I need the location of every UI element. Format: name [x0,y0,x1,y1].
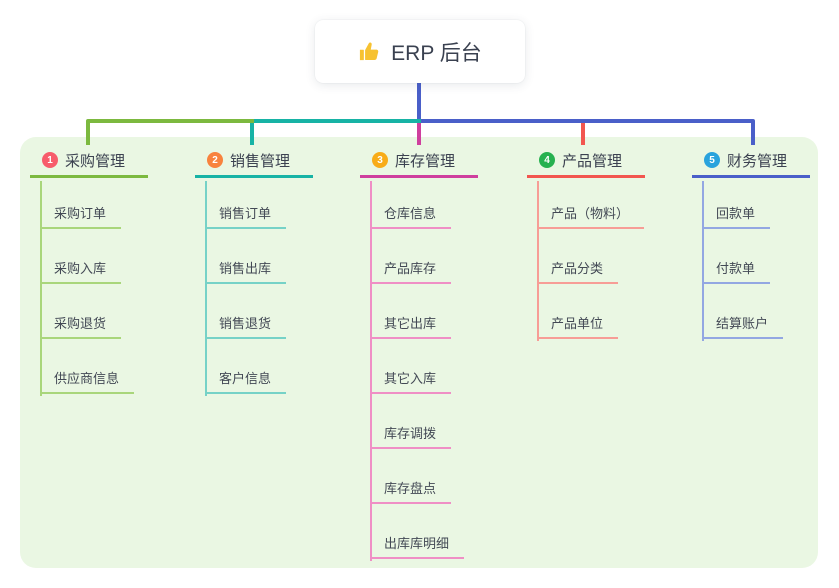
leaf-node[interactable]: 回款单 [702,205,771,229]
branch-spine-line [40,181,42,396]
branch-title-label: 采购管理 [65,152,126,170]
branch-3: 3 库存管理仓库信息产品库存其它出库其它入库库存调拨库存盘点出库库明细 [360,145,478,561]
leaf-node[interactable]: 采购订单 [40,205,122,229]
branch-badge-3: 3 [372,152,388,168]
leaf-node[interactable]: 结算账户 [702,315,784,339]
branch-badge-5: 5 [704,152,720,168]
branch-2: 2 销售管理销售订单销售出库销售退货客户信息 [195,145,313,396]
leaf-node[interactable]: 销售订单 [205,205,287,229]
branch-title-3[interactable]: 3 库存管理 [360,145,478,178]
leaf-node[interactable]: 销售出库 [205,260,287,284]
branch-title-5[interactable]: 5 财务管理 [692,145,810,178]
branch-title-1[interactable]: 1 采购管理 [30,145,148,178]
leaf-node[interactable]: 出库库明细 [370,535,465,559]
root-node-erp-backend[interactable]: ERP 后台 [315,20,525,83]
root-title: ERP 后台 [391,41,482,65]
branch-5: 5 财务管理回款单付款单结算账户 [692,145,810,341]
branch-4: 4 产品管理产品（物料） 产品分类产品单位 [527,145,645,341]
leaf-node[interactable]: 其它出库 [370,315,452,339]
leaf-node[interactable]: 供应商信息 [40,370,135,394]
leaf-node[interactable]: 产品库存 [370,260,452,284]
branch-spine-line [370,181,372,561]
branch-badge-2: 2 [207,152,223,168]
branch-title-label: 库存管理 [395,152,456,170]
leaf-node[interactable]: 付款单 [702,260,771,284]
branch-badge-1: 1 [42,152,58,168]
branch-spine-line [205,181,207,396]
branch-title-4[interactable]: 4 产品管理 [527,145,645,178]
leaf-node[interactable]: 客户信息 [205,370,287,394]
leaf-node[interactable]: 库存盘点 [370,480,452,504]
leaf-node[interactable]: 销售退货 [205,315,287,339]
leaf-node[interactable]: 库存调拨 [370,425,452,449]
branch-spine-line [702,181,704,341]
leaf-node[interactable]: 采购退货 [40,315,122,339]
branch-1: 1 采购管理采购订单采购入库采购退货供应商信息 [30,145,148,396]
branch-spine-line [537,181,539,341]
branch-title-label: 销售管理 [230,152,291,170]
leaf-node[interactable]: 产品（物料） [537,205,645,229]
leaf-node[interactable]: 仓库信息 [370,205,452,229]
leaf-node[interactable]: 产品分类 [537,260,619,284]
branches-background-panel [20,137,818,568]
branch-badge-4: 4 [539,152,555,168]
branch-title-label: 财务管理 [727,152,788,170]
thumbs-up-icon [358,40,381,63]
leaf-node[interactable]: 采购入库 [40,260,122,284]
leaf-node[interactable]: 其它入库 [370,370,452,394]
branch-title-2[interactable]: 2 销售管理 [195,145,313,178]
branch-title-label: 产品管理 [562,152,623,170]
leaf-node[interactable]: 产品单位 [537,315,619,339]
